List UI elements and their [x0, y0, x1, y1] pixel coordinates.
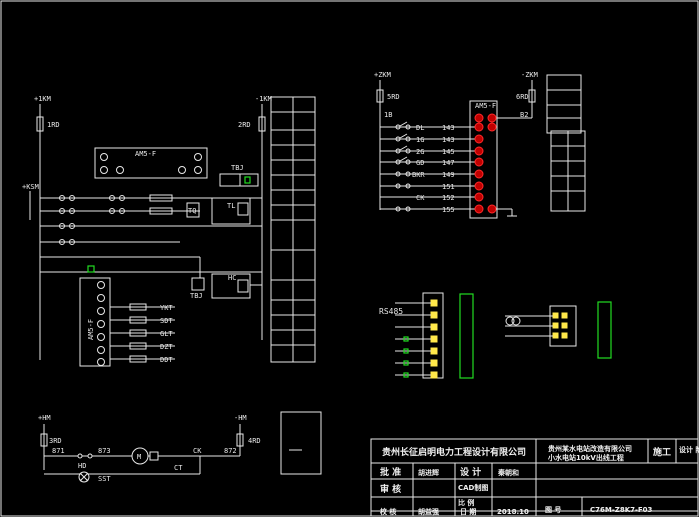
- ct-label: CT: [174, 464, 183, 472]
- lamp-label: HD: [78, 462, 86, 470]
- fuse-1rd: [36, 116, 44, 132]
- sig-row-3-code: 2G: [416, 148, 424, 156]
- sig-row-8-num: 155: [442, 206, 455, 214]
- drawing-no: C76M-Z8K7-F03: [590, 506, 653, 514]
- fuse-3rd-label: 3RD: [49, 437, 62, 445]
- tq-label: TQ: [188, 207, 196, 215]
- bottom-pos-bus-label: +HM: [38, 414, 51, 422]
- left-neg-bus-label: -1KM: [255, 95, 272, 103]
- am5f-vertical-label: AM5-F: [87, 319, 95, 340]
- tb-row2-label: 审 核: [380, 483, 401, 495]
- green-label-box-1: [459, 293, 474, 379]
- output-4-label: DZT: [160, 343, 173, 351]
- tbj-box: [219, 173, 259, 187]
- tb-row4-label2: 日 期: [460, 507, 476, 516]
- sig-row-6-num: 151: [442, 183, 455, 191]
- fuse-6rd-label: 6RD: [516, 93, 529, 101]
- right-terminal-strip-top: [546, 74, 582, 134]
- sig-row-7-code: CK: [416, 194, 425, 202]
- rs485-section: RS485: [379, 292, 612, 379]
- output-2-label: SDT: [160, 317, 173, 325]
- title-company: 贵州长征启明电力工程设计有限公司: [382, 446, 526, 458]
- left-terminal-rows: [271, 111, 315, 346]
- motor-label: M: [137, 453, 141, 461]
- right-signal-circuit: +ZKM -ZKM 5RD 6RD 1B B2 AM5-F DL 1G 2G G…: [374, 71, 586, 219]
- node-872: 872: [224, 447, 237, 455]
- sig-row-4-num: 147: [442, 159, 455, 167]
- title-stage-label: 设计 阶段: [679, 445, 699, 454]
- ksm-label: +KSM: [22, 183, 39, 191]
- left-pos-bus-label: +1KM: [34, 95, 51, 103]
- fuse-1rd-label: 1RD: [47, 121, 60, 129]
- output-1-label: YKT: [160, 304, 173, 312]
- tb-row1-label2: 设 计: [460, 466, 481, 478]
- fuse-2rd-label: 2RD: [238, 121, 251, 129]
- fuse-5rd-label: 5RD: [387, 93, 400, 101]
- node-873: 873: [98, 447, 111, 455]
- sig-row-5-code: BKR: [412, 171, 425, 179]
- sw-label: SST: [98, 475, 111, 483]
- right-pin-label: B2: [520, 111, 528, 119]
- output-5-label: DDT: [160, 356, 173, 364]
- drawing-no-label: 图 号: [545, 505, 561, 514]
- tb-row4-label: 校 核: [380, 507, 396, 516]
- tb-row4-value: 胡益强: [418, 507, 439, 516]
- signal-rows: DL 1G 2G GD BKR CK 143 143 145 147 149 1…: [380, 113, 517, 217]
- tb-row2-label2: CAD制图: [458, 483, 488, 492]
- sig-row-3-num: 145: [442, 148, 455, 156]
- hc-label: HC: [228, 274, 236, 282]
- fuse-2rd: [258, 116, 266, 132]
- ck-label: CK: [193, 447, 202, 455]
- tb-row1-value2: 秦朝和: [497, 468, 519, 477]
- green-label-box-2: [597, 301, 612, 359]
- sig-row-1-num: 143: [442, 124, 455, 132]
- title-project-line2: 小水电站10kV出线工程: [547, 453, 624, 462]
- tl-label: TL: [227, 202, 235, 210]
- tb-row4-value2: 2018.10: [497, 508, 529, 516]
- am5f-module-vertical: [79, 277, 111, 367]
- title-block: 贵州长征启明电力工程设计有限公司 贵州某水电站改造有限公司 小水电站10kV出线…: [370, 438, 699, 517]
- left-control-circuit: +1KM -1KM 1RD 2RD AM5-F +KSM: [22, 95, 316, 367]
- am5f-top-label: AM5-F: [135, 150, 156, 158]
- title-project-line1: 贵州某水电站改造有限公司: [548, 444, 632, 453]
- sig-row-7-num: 152: [442, 194, 455, 202]
- left-pin-label: 1B: [384, 111, 392, 119]
- tb-row3-label2: 比 例: [458, 498, 474, 507]
- node-871: 871: [52, 447, 65, 455]
- output-3-label: GLT: [160, 330, 173, 338]
- bottom-terminal-box: [280, 411, 322, 475]
- output-rungs: YKT SDT GLT DZT DDT: [110, 303, 175, 364]
- tbj-label: TBJ: [231, 164, 244, 172]
- am5f-signal-module: [469, 100, 498, 219]
- right-pos-bus-label: +ZKM: [374, 71, 391, 79]
- fuse-4rd-label: 4RD: [248, 437, 261, 445]
- rs485-label: RS485: [379, 307, 403, 316]
- tb-row1-value: 胡进辉: [418, 468, 439, 477]
- tb-row1-label: 批 准: [380, 466, 401, 478]
- bottom-neg-bus-label: -HM: [234, 414, 247, 422]
- bottom-motor-circuit: +HM -HM 3RD 4RD 871 873 872 M CK HD SST …: [38, 411, 322, 483]
- am5f-module-top: [94, 147, 208, 179]
- am5f-signal-label: AM5-F: [475, 102, 496, 110]
- title-stage: 施工: [653, 446, 671, 458]
- sig-row-2-code: 1G: [416, 136, 424, 144]
- sig-row-2-num: 143: [442, 136, 455, 144]
- sig-row-5-num: 149: [442, 171, 455, 179]
- tbj2-label: TBJ: [190, 292, 203, 300]
- sig-row-4-code: GD: [416, 159, 424, 167]
- right-neg-bus-label: -ZKM: [521, 71, 538, 79]
- sig-row-1-code: DL: [416, 124, 424, 132]
